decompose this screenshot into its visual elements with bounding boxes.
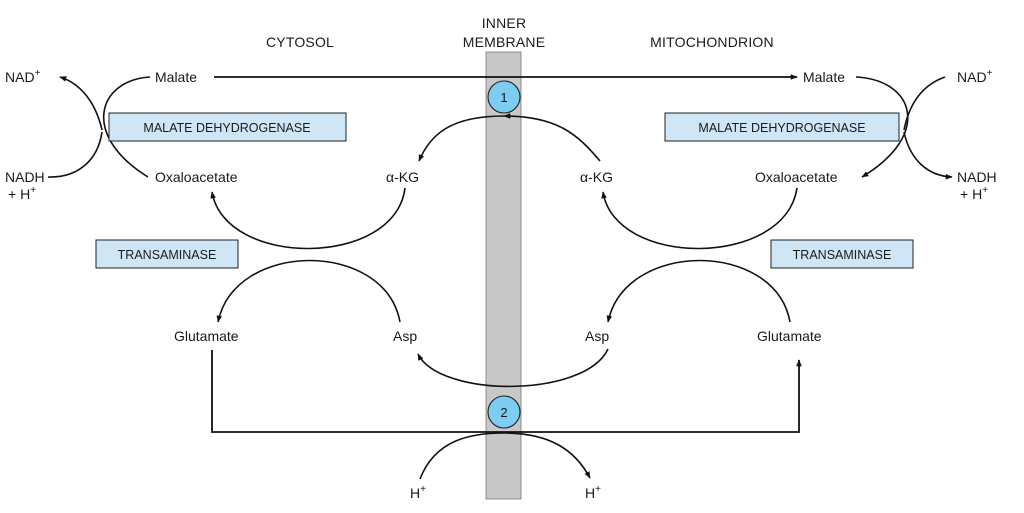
left-asp-label: Asp [393,328,417,344]
left-h-plus-text: + H [8,186,30,202]
akg-arc-left [418,115,505,162]
carrier-2-label: 2 [500,405,507,420]
left-malate-dehydrogenase-box: MALATE DEHYDROGENASE [108,112,347,142]
left-h-plus-superscript: + [30,185,36,196]
right-h-plus-label: + H+ [960,185,988,202]
right-h-plus-superscript: + [982,185,988,196]
right-proton-label: H+ [585,484,601,501]
left-malate-dehydrogenase-label: MALATE DEHYDROGENASE [143,121,310,135]
right-glutamate-label: Glutamate [757,328,822,344]
akg-arc-right [503,113,601,162]
left-oxaloacetate-label: Oxaloacetate [155,169,238,185]
right-proton-superscript: + [595,484,601,495]
proton-cotransport-arrow [419,432,591,480]
asp-arc [417,348,609,388]
right-malate-curve [855,76,909,178]
carrier-2-circle [487,395,521,429]
left-nad-superscript: + [35,68,41,79]
left-malate-label: Malate [155,69,197,85]
left-proton-superscript: + [420,484,426,495]
carrier-1-circle [487,80,521,114]
left-transaminase-box: TRANSAMINASE [95,239,239,269]
left-nad-plus-label: NAD+ [5,68,41,85]
right-nad-superscript: + [987,68,993,79]
right-nad-plus-label: NAD+ [957,68,993,85]
left-glutamate-label: Glutamate [174,328,239,344]
left-transaminase-lower [216,259,401,323]
left-alpha-kg-label: α-KG [386,169,419,185]
carrier-1-label: 1 [500,90,507,105]
left-nad-arrow [59,76,103,131]
right-malate-dehydrogenase-label: MALATE DEHYDROGENASE [698,121,865,135]
right-transaminase-upper [601,187,798,250]
right-proton-text: H [585,485,595,501]
right-malate-dehydrogenase-box: MALATE DEHYDROGENASE [664,112,900,142]
right-transaminase-box: TRANSAMINASE [770,239,914,269]
right-h-plus-text: + H [960,186,982,202]
mitochondrion-header: MITOCHONDRION [650,34,774,50]
left-nadh-label: NADH [5,169,45,185]
right-malate-label: Malate [803,69,845,85]
inner-membrane-header-line2: MEMBRANE [463,34,546,50]
right-nadh-label: NADH [957,169,997,185]
right-oxaloacetate-label: Oxaloacetate [755,169,838,185]
carrier-1: 1 [487,80,521,114]
left-malate-curve [103,76,151,178]
left-proton-label: H+ [410,484,426,501]
right-transaminase-lower [606,259,791,323]
glutamate-transport-arrow [211,350,802,433]
left-nadh-curve [47,131,103,178]
right-alpha-kg-label: α-KG [580,169,613,185]
left-transaminase-label: TRANSAMINASE [118,248,217,262]
left-h-plus-label: + H+ [8,185,36,202]
carrier-2: 2 [487,395,521,429]
right-asp-label: Asp [585,328,609,344]
right-nad-text: NAD [957,69,987,85]
left-proton-text: H [410,485,420,501]
left-transaminase-upper [210,187,406,250]
inner-membrane-header-line1: INNER [482,15,527,31]
cytosol-header: CYTOSOL [266,34,334,50]
left-nad-text: NAD [5,69,35,85]
right-nadh-arrow [903,131,953,180]
right-nad-curve [903,76,946,131]
right-transaminase-label: TRANSAMINASE [793,248,892,262]
